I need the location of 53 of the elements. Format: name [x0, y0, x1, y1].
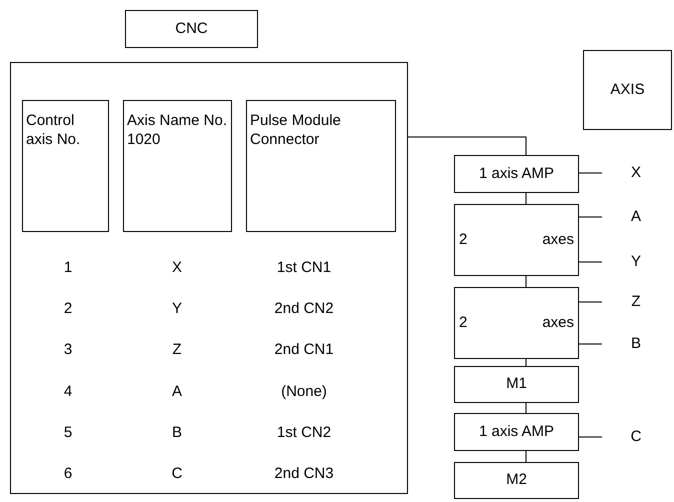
box-text: M1: [506, 374, 527, 394]
label-box: [454, 155, 579, 193]
table-cell-text: A: [172, 381, 182, 402]
column-header-box: [246, 100, 396, 232]
box-text: M2: [506, 470, 527, 490]
box-text: AXIS: [610, 80, 645, 100]
header-text: Control axis No.: [26, 111, 82, 149]
table-cell-text: (None): [281, 381, 327, 402]
frame-box: [10, 62, 408, 494]
box-text: 1 axis AMP: [478, 422, 554, 442]
connector-line: [408, 136, 526, 156]
table-cell-text: 1st CN2: [276, 422, 332, 443]
label-box: [454, 366, 579, 403]
box-text: C: [630, 426, 642, 447]
column-header-box: [22, 100, 109, 232]
box-text: CNC: [175, 18, 208, 39]
label-box: [583, 50, 672, 130]
box-text: A: [630, 206, 641, 227]
label-box: [454, 462, 579, 499]
table-cell-text: 2: [64, 298, 72, 319]
column-header-box: [123, 100, 232, 232]
header-text: Axis Name No. 1020: [127, 111, 228, 149]
box-text: B: [630, 334, 641, 354]
box-text: Y: [630, 252, 641, 272]
label-box: [454, 204, 579, 276]
table-cell-text: 6: [64, 464, 72, 484]
table-cell-text: 1: [64, 258, 72, 278]
table-cell-text: 2nd CN1: [274, 340, 334, 360]
label-box: [454, 287, 579, 359]
connector-line: [578, 216, 602, 218]
table-cell-text: 2nd CN3: [274, 464, 334, 484]
label-box: [125, 10, 258, 48]
box-text: 1 axis AMP: [478, 164, 554, 184]
box-text: Z: [631, 292, 641, 312]
box-text: 2: [459, 230, 468, 250]
connector-line: [578, 436, 602, 438]
table-cell-text: Y: [172, 298, 182, 319]
table-cell-text: X: [172, 258, 182, 278]
table-cell-text: 1st CN1: [276, 258, 332, 278]
box-text: 2: [459, 312, 468, 333]
box-text: axes: [542, 230, 574, 250]
table-cell-text: C: [172, 464, 182, 484]
table-cell-text: 4: [64, 381, 72, 402]
table-cell-text: 2nd CN2: [274, 298, 334, 319]
box-text: axes: [542, 312, 574, 333]
table-cell-text: 3: [64, 340, 72, 360]
box-text: X: [630, 162, 641, 183]
connector-line: [578, 172, 602, 174]
table-cell-text: Z: [172, 340, 182, 360]
table-cell-text: B: [172, 422, 182, 443]
header-text: Pulse Module Connector: [250, 111, 342, 149]
table-cell-text: 5: [64, 422, 72, 443]
label-box: [454, 413, 579, 451]
